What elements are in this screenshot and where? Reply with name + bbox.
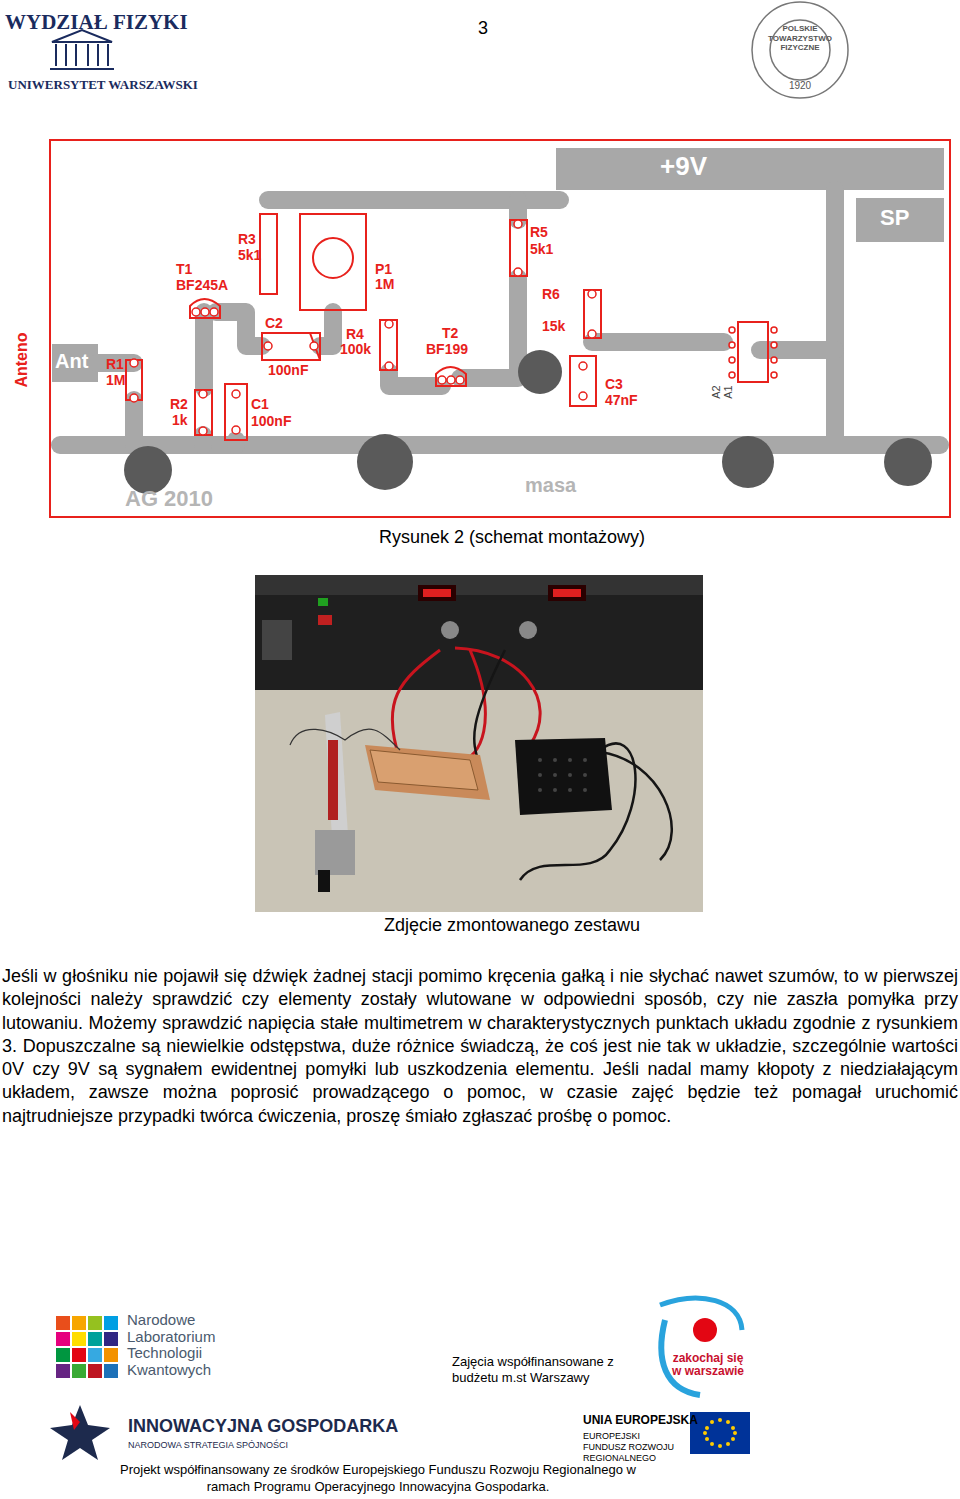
part-name: R6 [542, 286, 560, 302]
part-value: 100nF [268, 362, 308, 378]
part-value: 47nF [605, 392, 638, 408]
part-value: 1M [375, 276, 394, 292]
logo-text: WYDZIAŁ FIZYKI [5, 10, 188, 34]
part-name: T1 [176, 261, 192, 277]
logo-text: NARODOWA STRATEGIA SPÓJNOŚCI [128, 1440, 288, 1450]
logo-text: 1920 [789, 80, 811, 92]
photo [255, 575, 703, 912]
funding-note: Zajęcia współfinansowane z budżetu m.st … [452, 1354, 642, 1387]
logo-text: POLSKIE TOWARZYSTWO FIZYCZNE [765, 24, 835, 53]
part-name: P1 [375, 261, 392, 277]
logo-text: zakochaj się w warszawie [668, 1352, 748, 1378]
part-value: 100nF [251, 413, 291, 429]
part-value: 1k [172, 412, 188, 428]
part-name: R3 [238, 231, 256, 247]
part-value: 5k1 [530, 241, 553, 257]
part-value: BF199 [426, 341, 468, 357]
part-name: R5 [530, 224, 548, 240]
lab-logo [56, 1316, 118, 1378]
pcb-layout [50, 140, 950, 517]
footer-note: Projekt współfinansowany ze środków Euro… [108, 1462, 648, 1496]
part-name: T2 [442, 325, 458, 341]
part-name: C3 [605, 376, 623, 392]
part-name: C2 [265, 315, 283, 331]
part-value: 15k [542, 318, 565, 334]
antenna-label: Anteno [13, 332, 31, 387]
part-value: 100k [340, 341, 371, 357]
body-paragraph: Jeśli w głośniku nie pojawił się dźwięk … [2, 965, 958, 1128]
part-name: R1 [106, 356, 124, 372]
logo-text: EUROPEJSKI FUNDUSZ ROZWOJU REGIONALNEGO [583, 1431, 683, 1463]
net-label: +9V [660, 152, 707, 182]
figure-caption: Rysunek 2 (schemat montażowy) [379, 527, 645, 548]
part-name: R4 [346, 326, 364, 342]
page-number: 3 [478, 18, 488, 39]
city-logo [660, 1298, 742, 1395]
logo-text: UNIWERSYTET WARSZAWSKI [8, 78, 198, 93]
net-label: Ant [55, 350, 88, 373]
board-mark: AG 2010 [125, 486, 213, 511]
part-value: 1M [106, 372, 125, 388]
logo-text: Narodowe Laboratorium Technologii Kwanto… [127, 1312, 237, 1378]
part-name: R2 [170, 396, 188, 412]
net-label: masa [525, 474, 576, 497]
logo-text: UNIA EUROPEJSKA [583, 1414, 698, 1428]
pin-name: A1 [722, 385, 735, 398]
innovation-logo [50, 1405, 110, 1460]
net-label: SP [880, 205, 909, 230]
logo-text: INNOWACYJNA GOSPODARKA [128, 1416, 398, 1437]
faculty-logo [50, 30, 114, 69]
part-name: C1 [251, 396, 269, 412]
society-logo [752, 2, 848, 98]
part-value: 5k1 [238, 247, 261, 263]
part-value: BF245A [176, 277, 228, 293]
pin-name: A2 [710, 385, 723, 398]
eu-flag [690, 1412, 750, 1454]
photo-caption: Zdjęcie zmontowanego zestawu [384, 915, 640, 936]
